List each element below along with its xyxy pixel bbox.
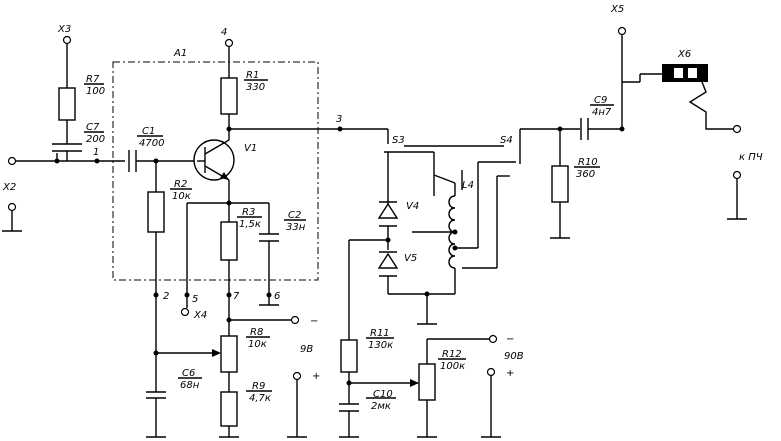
junction-dot	[94, 158, 100, 164]
c1-ref: C1	[142, 126, 155, 137]
node-1-label: 1	[93, 147, 99, 158]
x5-terminal	[617, 26, 627, 36]
c1-value: 4700	[139, 138, 164, 149]
90v-label: 90В	[504, 351, 524, 362]
output-ground-terminal	[727, 170, 747, 220]
90v-plus-terminal	[486, 367, 496, 377]
r8-ref: R8	[250, 327, 263, 338]
90v-minus-label: −	[506, 334, 514, 345]
r11-value: 130к	[368, 340, 393, 351]
capacitor-c1	[128, 150, 137, 172]
c2-ref: C2	[288, 210, 301, 221]
x3-label: X3	[57, 24, 71, 35]
r7-value: 100	[86, 86, 105, 97]
x4-terminal	[180, 307, 190, 317]
capacitor-c2	[259, 233, 279, 242]
v1-ref: V1	[244, 143, 257, 154]
node-5-label: 5	[192, 294, 198, 305]
r2-value: 10к	[172, 191, 191, 202]
v5-label: V5	[404, 253, 417, 264]
r3-value: 1,5к	[239, 219, 261, 230]
r12-wiper	[410, 379, 419, 387]
capacitor-c9	[580, 118, 589, 140]
9v-plus-terminal	[292, 371, 302, 381]
c10-value: 2мк	[371, 401, 391, 412]
9v-minus-label: −	[310, 316, 318, 327]
s4-label: S4	[500, 135, 513, 146]
resistor-r11	[340, 339, 358, 373]
r10-ref: R10	[578, 157, 598, 168]
r3-ref: R3	[242, 207, 255, 218]
transistor-v1	[193, 139, 235, 181]
r9-ref: R9	[252, 381, 265, 392]
9v-label: 9В	[300, 344, 313, 355]
resistor-r9	[220, 391, 238, 427]
v4-label: V4	[406, 201, 419, 212]
varicap-v4	[377, 201, 399, 227]
node-4-terminal	[224, 38, 234, 48]
c6-value: 68н	[180, 380, 200, 391]
c2-value: 33н	[286, 222, 306, 233]
potentiometer-r8	[220, 335, 238, 373]
capacitor-c7	[52, 143, 82, 152]
capacitor-c10	[339, 403, 359, 412]
node-6-label: 6	[274, 291, 280, 302]
r12-ref: R12	[442, 349, 462, 360]
x3-terminal	[62, 35, 72, 45]
r8-value: 10к	[248, 339, 267, 350]
r7-ref: R7	[86, 74, 100, 85]
resistor-r3	[220, 221, 238, 261]
r11-ref: R11	[370, 328, 390, 339]
r1-value: 330	[246, 82, 265, 93]
node-4-label: 4	[221, 27, 227, 38]
inductor-l4	[433, 174, 456, 294]
resistor-r10	[551, 165, 569, 203]
node-3-label: 3	[336, 114, 342, 125]
x2-label: X2	[2, 182, 16, 193]
9v-minus-terminal	[290, 315, 300, 325]
junction-dot	[153, 350, 159, 356]
junction-dot	[337, 126, 343, 132]
s3-label: S3	[392, 135, 405, 146]
module-a1-label: A1	[173, 48, 187, 59]
c7-value: 200	[86, 134, 105, 145]
resistor-r2	[147, 191, 165, 233]
x2-ground-terminal	[2, 202, 22, 232]
node-7-label: 7	[233, 291, 240, 302]
module-a1-boundary	[112, 61, 319, 281]
r2-ref: R2	[174, 179, 187, 190]
x6-output-terminal	[732, 124, 742, 134]
x5-label: X5	[610, 4, 624, 15]
junction-dot	[226, 292, 232, 298]
varicap-v5	[377, 251, 399, 277]
junction-dot	[54, 158, 60, 164]
c9-ref: C9	[594, 95, 607, 106]
potentiometer-r12	[418, 363, 436, 401]
r8-wiper	[156, 349, 221, 357]
90v-minus-terminal	[488, 334, 498, 344]
output-label: к ПЧ	[739, 152, 763, 163]
x4-label: X4	[193, 310, 207, 321]
r10-value: 360	[576, 169, 595, 180]
c6-ref: C6	[182, 368, 195, 379]
90v-plus-label: +	[506, 368, 514, 379]
c9-value: 4н7	[592, 107, 612, 118]
r1-ref: R1	[246, 70, 259, 81]
input-line	[16, 153, 125, 162]
node-2-label: 2	[163, 291, 169, 302]
resistor-r7	[58, 87, 76, 121]
x6-connector	[640, 64, 733, 130]
resistor-r1	[220, 77, 238, 115]
input-terminal	[7, 156, 17, 166]
r9-value: 4,7к	[249, 393, 271, 404]
capacitor-c6	[146, 391, 166, 399]
c7-ref: C7	[86, 122, 100, 133]
junction-dot	[153, 292, 159, 298]
c10-ref: C10	[373, 389, 393, 400]
l4-label: L4	[462, 180, 474, 191]
9v-plus-label: +	[312, 371, 320, 382]
x6-label: X6	[677, 49, 691, 60]
r12-value: 100к	[440, 361, 465, 372]
